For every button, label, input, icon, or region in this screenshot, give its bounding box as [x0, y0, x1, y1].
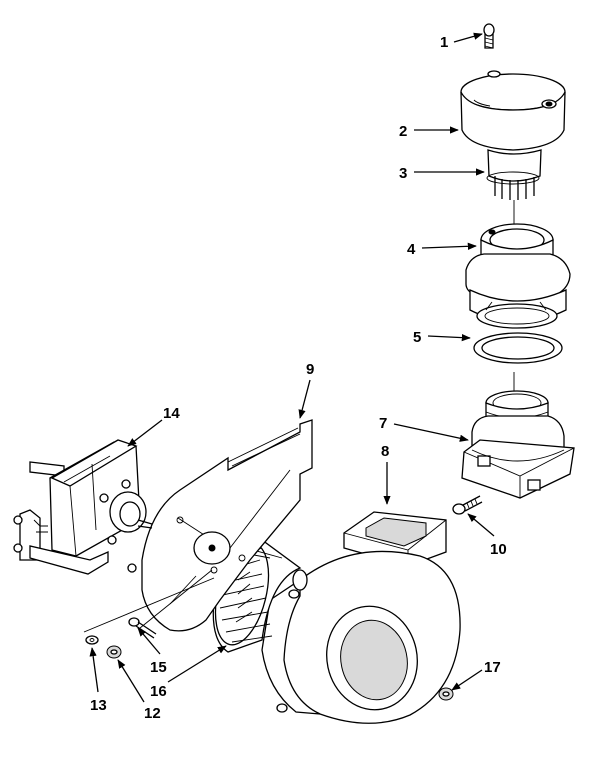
part-15-screw — [128, 617, 157, 639]
callout-16: 16 — [150, 683, 167, 700]
part-4-housing — [465, 223, 571, 329]
callout-14: 14 — [163, 405, 180, 422]
callout-17: 17 — [484, 659, 501, 676]
part-9-mounting-plate — [141, 419, 313, 632]
callout-2: 2 — [399, 123, 407, 140]
callout-4: 4 — [407, 241, 416, 258]
part-1-screw — [483, 23, 495, 49]
callout-13: 13 — [90, 697, 107, 714]
callout-1: 1 — [440, 34, 448, 51]
part-10-screw — [452, 495, 483, 515]
callout-3: 3 — [399, 165, 407, 182]
part-14-motor — [13, 439, 153, 575]
part-13-washer — [85, 635, 99, 645]
part-7-base — [461, 390, 575, 499]
callout-9: 9 — [306, 361, 314, 378]
callout-8: 8 — [381, 443, 389, 460]
callout-12: 12 — [144, 705, 161, 722]
callout-labels: 1 2 3 4 5 7 8 9 10 14 15 16 13 12 17 — [90, 34, 507, 722]
part-5-gasket — [473, 332, 563, 364]
assembly-lines — [83, 569, 215, 633]
callout-5: 5 — [413, 329, 421, 346]
callout-7: 7 — [379, 415, 387, 432]
callout-15: 15 — [150, 659, 167, 676]
callout-10: 10 — [490, 541, 507, 558]
part-8-blower-housing — [261, 511, 461, 724]
part-2-cover — [460, 70, 566, 151]
part-3-plug — [486, 149, 542, 200]
part-12-nut — [106, 645, 122, 659]
part-17-nut — [438, 687, 454, 701]
callout-leaders — [89, 32, 495, 703]
